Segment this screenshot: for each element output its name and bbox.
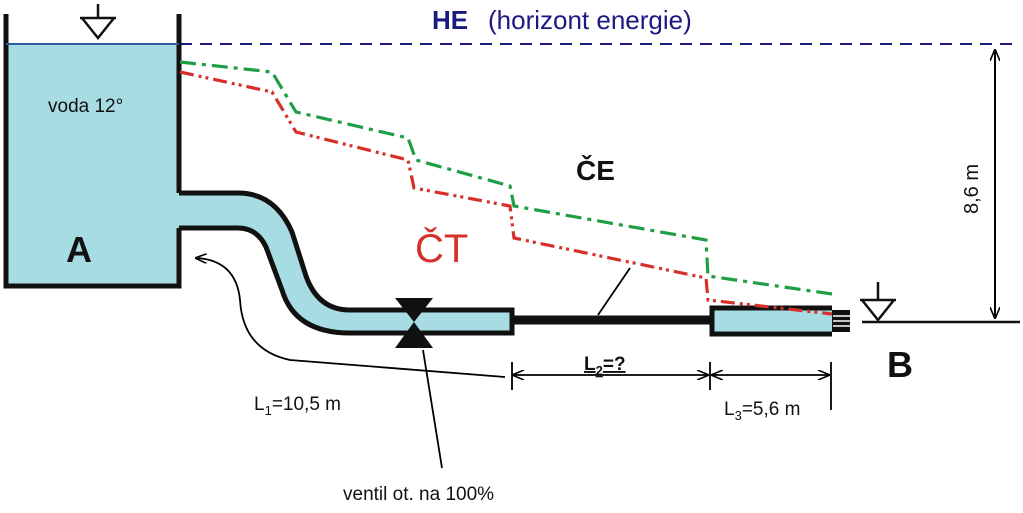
horizon-label: (horizont energie) [488,5,692,35]
l2-label: L2=? [584,354,626,378]
l2-pointer [597,267,631,316]
pipe-water [179,193,832,334]
l3-label: L3=5,6 m [724,399,800,423]
outlet-nozzle [832,310,850,332]
l1-label: L1=10,5 m [254,394,341,418]
valve-leader [422,349,443,469]
valve-label: ventil ot. na 100% [343,484,494,505]
node-b-label: B [887,344,913,385]
energy-grade-line [179,60,833,296]
tank-water [6,44,179,284]
valve-icon [395,298,433,348]
node-a-label: A [66,229,92,270]
pipe-wall-top [179,190,832,321]
head-dimension-label: 8,6 m [961,164,983,214]
tank-label: voda 12° [48,96,123,117]
water-level-symbol-outlet [860,282,1020,324]
tank-wall [3,14,182,289]
piezometric-line [179,70,833,316]
horizon-abbr: HE [432,5,468,35]
water-level-symbol-tank [80,4,116,41]
energy-line-label: ČE [576,154,615,186]
pipe-wall-bottom [179,225,832,337]
piezometric-line-label: ČT [415,226,468,271]
flow-direction-arrow [196,258,506,378]
